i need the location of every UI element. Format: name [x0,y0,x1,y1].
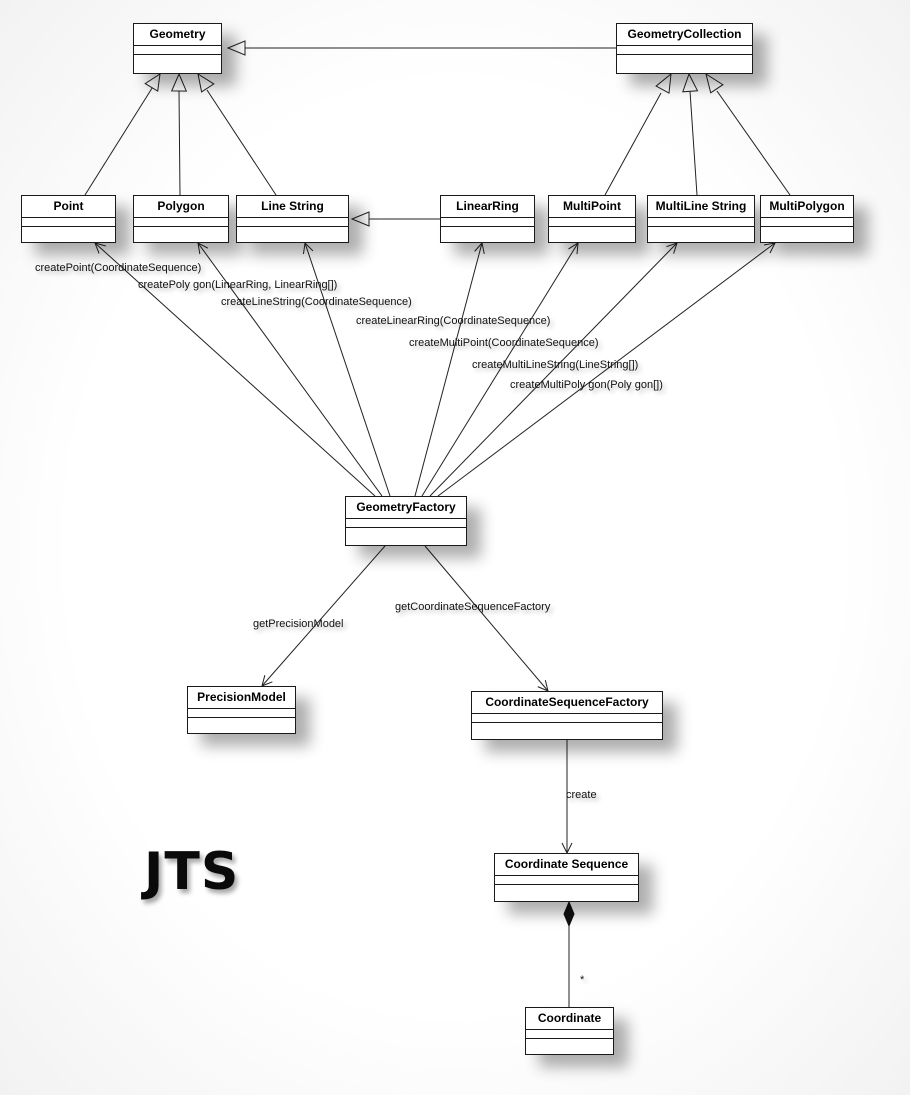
label-create-multi-polygon: createMultiPoly gon(Poly gon[]) [510,379,663,391]
label-multiplicity: * [580,974,585,986]
label-create-polygon: createPoly gon(LinearRing, LinearRing[]) [138,279,338,291]
class-geometry[interactable]: Geometry [133,23,222,74]
class-precision-model[interactable]: PrecisionModel [187,686,296,734]
attributes-compartment [472,714,662,723]
association-create-point [95,243,376,497]
operations-compartment [472,723,662,731]
class-linear-ring[interactable]: LinearRing [440,195,535,243]
class-name: CoordinateSequenceFactory [472,692,662,714]
class-name: Point [22,196,115,218]
label-create-line-string: createLineString(CoordinateSequence) [221,296,412,308]
class-name: Polygon [134,196,228,218]
class-geometry-collection[interactable]: GeometryCollection [616,23,753,74]
attributes-compartment [526,1030,613,1039]
attributes-compartment [648,218,754,227]
triangle-head-linestring [197,72,215,93]
triangle-head-linearring [350,211,370,227]
attributes-compartment [346,519,466,528]
label-get-coordinate-sequence-factory: getCoordinateSequenceFactory [395,601,551,613]
association-create-multipoint [421,243,578,497]
triangle-head-polygon [170,72,188,92]
class-name: LinearRing [441,196,534,218]
association-create-linearring [414,243,482,497]
class-point[interactable]: Point [21,195,116,243]
class-coordinate[interactable]: Coordinate [525,1007,614,1055]
label-create-multi-line-string: createMultiLineString(LineString[]) [472,359,639,371]
class-name: MultiLine String [648,196,754,218]
attributes-compartment [237,218,348,227]
generalization-polygon-geometry [178,90,181,196]
label-get-precision-model: getPrecisionModel [253,618,344,630]
class-name: Geometry [134,24,221,46]
generalization-point-geometry [84,84,155,196]
class-multi-point[interactable]: MultiPoint [548,195,636,243]
association-get-precision-model [262,545,386,686]
operations-compartment [441,227,534,235]
class-multi-line-string[interactable]: MultiLine String [647,195,755,243]
composition-diamond [563,900,575,928]
operations-compartment [549,227,635,235]
jts-logo: JTS [144,842,240,902]
class-name: MultiPolygon [761,196,853,218]
operations-compartment [237,227,348,235]
operations-compartment [346,528,466,536]
attributes-compartment [22,218,115,227]
class-name: Line String [237,196,348,218]
label-create-multi-point: createMultiPoint(CoordinateSequence) [409,337,599,349]
class-line-string[interactable]: Line String [236,195,349,243]
operations-compartment [761,227,853,235]
label-create-linear-ring: createLinearRing(CoordinateSequence) [356,315,551,327]
attributes-compartment [617,46,752,55]
generalization-multipolygon-collection [716,90,791,196]
operations-compartment [495,885,638,893]
association-get-coordinate-sequence-factory [424,545,548,691]
class-name: GeometryCollection [617,24,752,46]
class-geometry-factory[interactable]: GeometryFactory [345,496,467,546]
association-create-multipolygon [437,243,775,497]
attributes-compartment [188,709,295,718]
triangle-head-collection [226,40,246,56]
class-name: Coordinate [526,1008,613,1030]
operations-compartment [526,1039,613,1047]
attributes-compartment [441,218,534,227]
generalization-linestring-geometry [206,89,277,196]
class-name: Coordinate Sequence [495,854,638,876]
class-name: GeometryFactory [346,497,466,519]
operations-compartment [648,227,754,235]
class-name: PrecisionModel [188,687,295,709]
association-create-linestring [305,243,391,497]
association-create-polygon [198,243,383,497]
class-polygon[interactable]: Polygon [133,195,229,243]
association-create-multilinestring [429,243,677,497]
operations-compartment [134,55,221,63]
triangle-head-multilinestring [682,72,699,93]
class-name: MultiPoint [549,196,635,218]
class-multi-polygon[interactable]: MultiPolygon [760,195,854,243]
label-create: create [566,789,597,801]
generalization-multipoint-collection [604,92,662,196]
attributes-compartment [134,218,228,227]
triangle-head-point [144,72,161,92]
attributes-compartment [761,218,853,227]
attributes-compartment [134,46,221,55]
attributes-compartment [549,218,635,227]
triangle-head-multipolygon [705,72,724,94]
class-coordinate-sequence[interactable]: Coordinate Sequence [494,853,639,902]
operations-compartment [134,227,228,235]
operations-compartment [617,55,752,63]
generalization-multilinestring-collection [689,90,698,196]
triangle-head-multipoint [655,72,672,94]
label-create-point: createPoint(CoordinateSequence) [35,262,202,274]
class-coordinate-sequence-factory[interactable]: CoordinateSequenceFactory [471,691,663,740]
operations-compartment [188,718,295,726]
operations-compartment [22,227,115,235]
attributes-compartment [495,876,638,885]
